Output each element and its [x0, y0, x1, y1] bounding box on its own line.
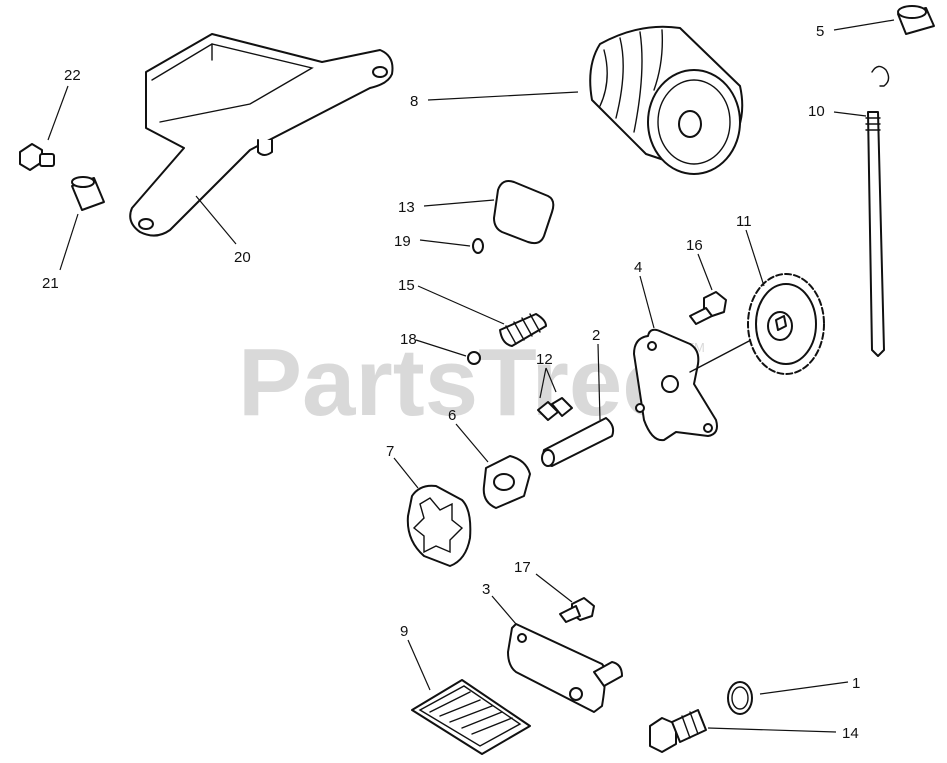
part-14-drain-plug	[649, 709, 707, 753]
part-13-gasket	[493, 180, 555, 245]
part-8-oil-filter	[589, 25, 744, 175]
callout-13: 13	[398, 199, 415, 216]
part-19-o-ring	[472, 238, 484, 254]
callout-15: 15	[398, 277, 415, 294]
part-5-cap	[897, 5, 935, 35]
part-7-outer-rotor	[406, 484, 472, 567]
callout-7: 7	[386, 443, 394, 460]
callout-2: 2	[592, 327, 600, 344]
part-21-bushing	[71, 176, 105, 211]
callout-5: 5	[816, 23, 824, 40]
callout-18: 18	[400, 331, 417, 348]
part-11-gear	[747, 273, 825, 375]
part-15-spring	[499, 313, 547, 347]
part-9-screen	[411, 679, 531, 755]
part-6-rotor	[482, 455, 531, 509]
part-22-bolt	[19, 143, 55, 171]
part-3-plate	[507, 623, 623, 713]
part-18-ball	[467, 351, 481, 365]
callout-12: 12	[536, 351, 553, 368]
part-1-o-ring	[727, 681, 753, 715]
callout-14: 14	[842, 725, 859, 742]
callout-8: 8	[410, 93, 418, 110]
callout-11: 11	[736, 213, 752, 230]
part-16-bolt	[689, 291, 727, 325]
callout-16: 16	[686, 237, 703, 254]
callout-20: 20	[234, 249, 251, 266]
callout-4: 4	[634, 259, 642, 276]
callout-9: 9	[400, 623, 408, 640]
part-2-shaft	[541, 417, 615, 467]
callout-17: 17	[514, 559, 531, 576]
watermark: PartsTree TM	[238, 329, 705, 436]
callout-10: 10	[808, 103, 825, 120]
callout-22: 22	[64, 67, 81, 84]
part-12-pins	[537, 397, 573, 421]
watermark-text: PartsTree	[238, 329, 676, 436]
callout-19: 19	[394, 233, 411, 250]
leader-lines	[47, 19, 895, 733]
callout-labels: 1 2 3 4 5 6 7 8 9 10 11 12 13 14 15 16 1…	[42, 23, 860, 742]
callout-1: 1	[852, 675, 860, 692]
part-20-balancer-arm	[129, 33, 394, 237]
callout-21: 21	[42, 275, 59, 292]
callout-3: 3	[482, 581, 490, 598]
part-17-bolt	[559, 597, 595, 623]
callout-6: 6	[448, 407, 456, 424]
part-10-dipstick	[865, 65, 890, 357]
part-4-cover-plate	[633, 328, 771, 442]
